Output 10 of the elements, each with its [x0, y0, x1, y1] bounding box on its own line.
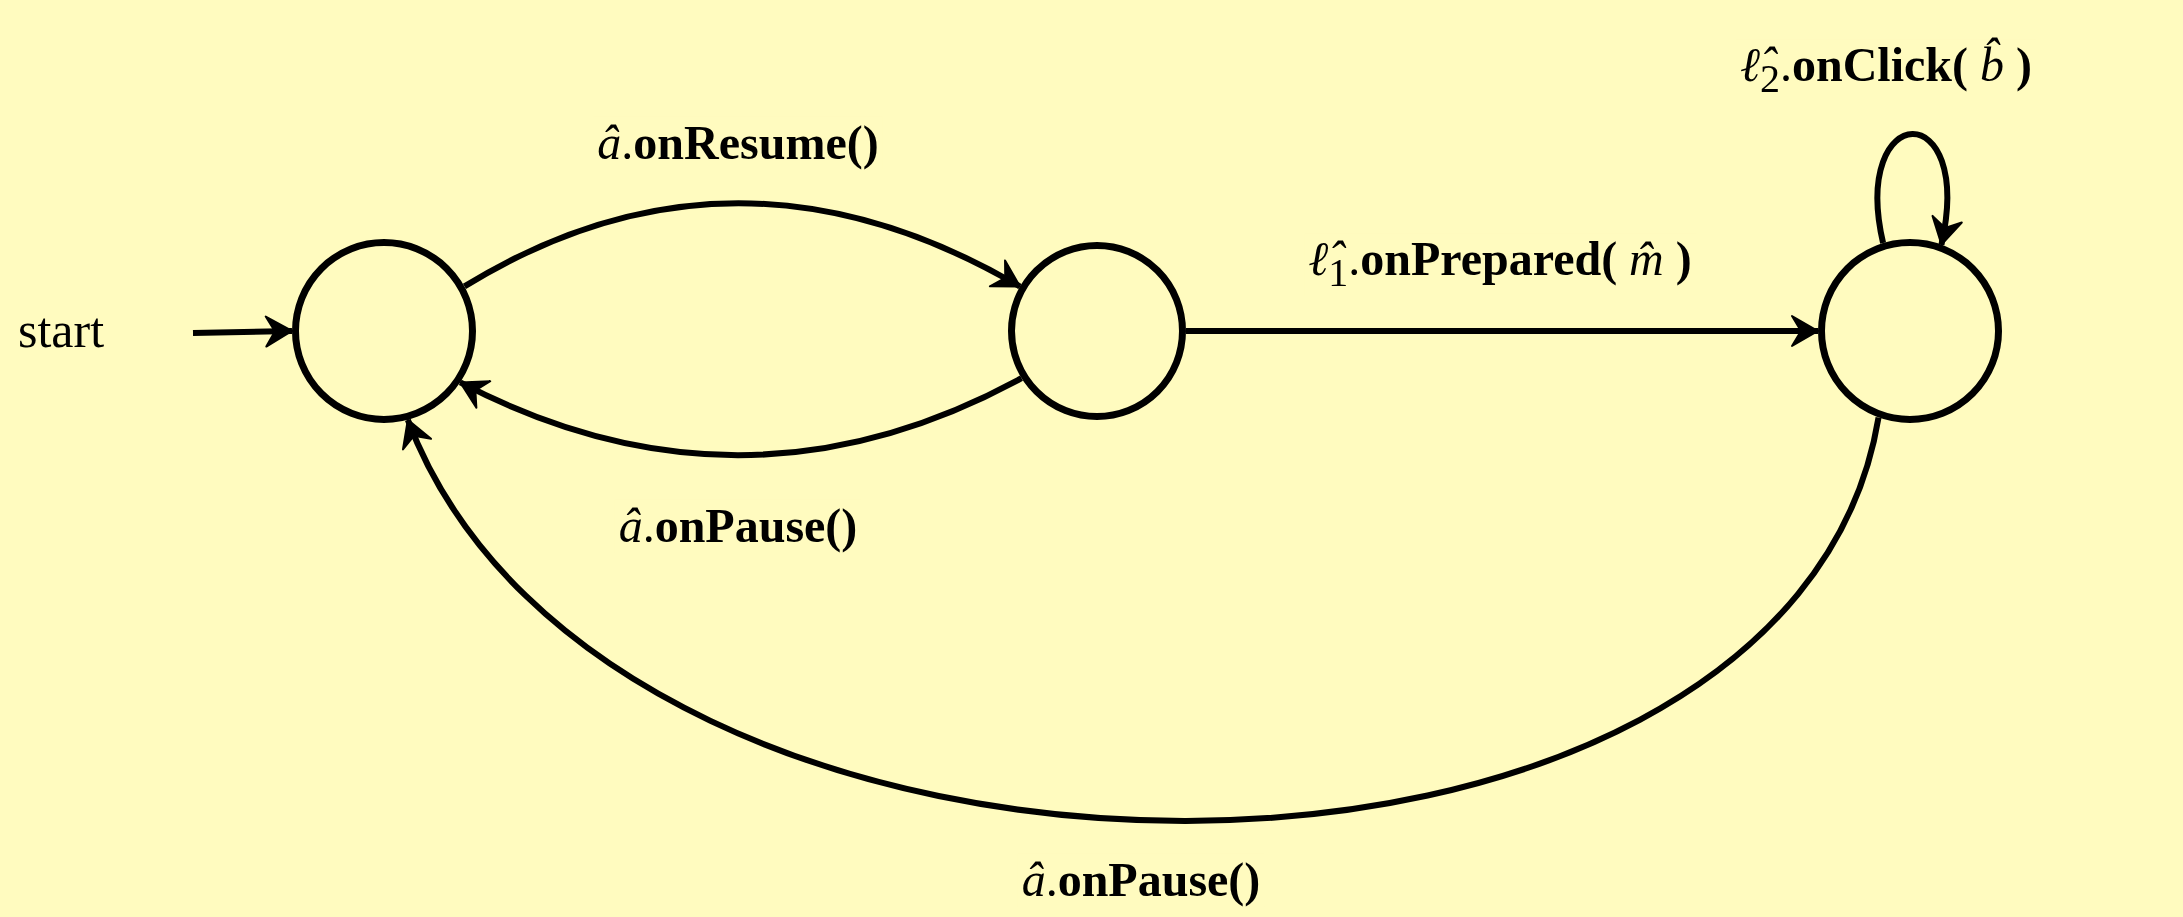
state-circle	[1818, 239, 2002, 423]
arrow	[1186, 315, 1819, 347]
arrow	[458, 375, 1023, 458]
state-circle	[1008, 242, 1186, 420]
arrow	[405, 416, 1882, 824]
start-label: start	[18, 302, 105, 358]
arrow	[1874, 131, 1962, 246]
arrow	[463, 200, 1022, 290]
state-circle	[292, 239, 476, 423]
arrow	[192, 315, 293, 348]
